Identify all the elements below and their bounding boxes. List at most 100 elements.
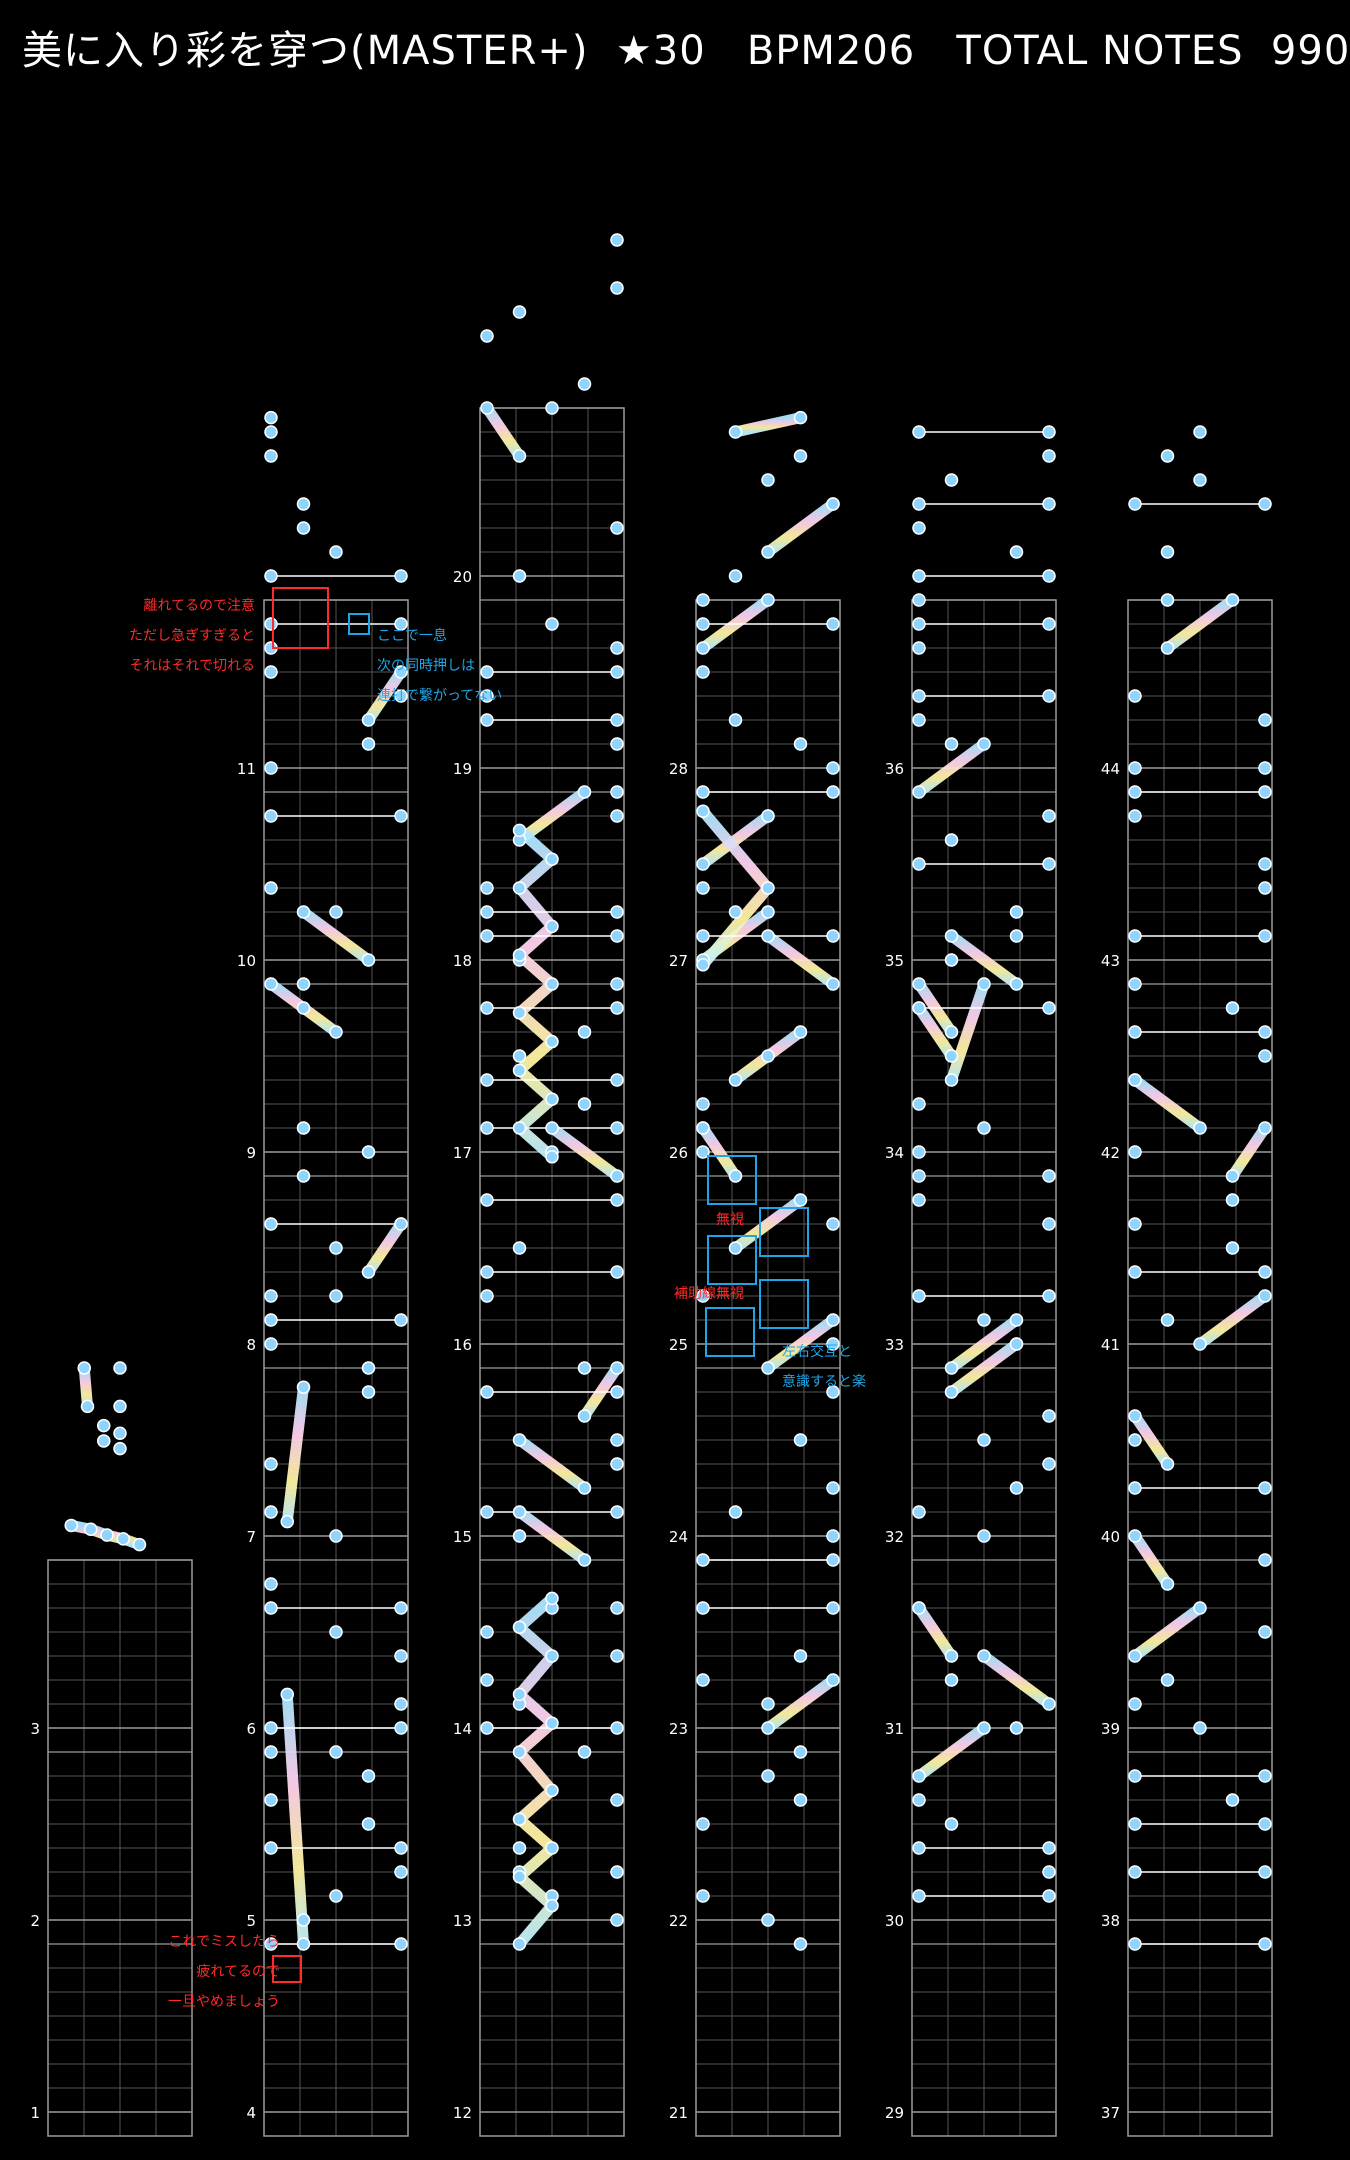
tap-note (826, 1553, 840, 1567)
tap-note (1193, 1601, 1207, 1615)
tap-note (264, 1937, 278, 1951)
tap-note (826, 1481, 840, 1495)
tap-note (728, 569, 743, 583)
tap-note (577, 1553, 592, 1567)
tap-note (610, 1073, 624, 1087)
tap-note (610, 1865, 624, 1879)
tap-note (610, 713, 624, 727)
annotation-text: それはそれで切れる (129, 658, 255, 674)
highlight-box-blue (707, 1235, 757, 1285)
tap-note (944, 1361, 959, 1375)
tap-note (826, 1529, 840, 1543)
measure-number: 33 (885, 1336, 904, 1354)
tap-note (577, 1361, 592, 1375)
tap-note (264, 1577, 278, 1591)
tap-note (264, 1217, 278, 1231)
slide-note (363, 1218, 407, 1278)
tap-note (793, 1937, 808, 1951)
tap-note (394, 617, 408, 631)
tap-note (1042, 1001, 1056, 1015)
tap-note (728, 713, 743, 727)
tap-note (1258, 1865, 1272, 1879)
tap-note (1160, 1577, 1175, 1591)
tap-note (610, 1721, 624, 1735)
tap-note (264, 1289, 278, 1303)
measure-number: 23 (669, 1720, 688, 1738)
slide-note (281, 1688, 309, 1950)
tap-note (264, 665, 278, 679)
tap-note (610, 1001, 624, 1015)
tap-note (1258, 497, 1272, 511)
tap-note (1193, 1721, 1207, 1735)
tap-note (1042, 569, 1056, 583)
tap-note (480, 329, 494, 343)
slide-note (481, 402, 525, 462)
slide-note (298, 906, 374, 966)
tap-note (944, 1049, 959, 1063)
tap-note (912, 425, 926, 439)
tap-note (1042, 809, 1056, 823)
tap-note (1258, 785, 1272, 799)
tap-note (577, 785, 592, 799)
tap-note (944, 929, 959, 943)
tap-note (84, 1522, 98, 1537)
tap-note (577, 377, 592, 391)
tap-note (610, 641, 624, 655)
tap-note (696, 665, 710, 679)
tap-note (512, 823, 527, 838)
measure-number: 20 (453, 568, 472, 586)
tap-note (1009, 905, 1024, 919)
tap-note (512, 1121, 527, 1135)
tap-note (264, 1841, 278, 1855)
tap-note (264, 1337, 278, 1351)
measure-number: 8 (246, 1336, 256, 1354)
tap-note (394, 1937, 408, 1951)
tap-note (912, 1289, 926, 1303)
measure-number: 28 (669, 760, 688, 778)
tap-note (610, 1265, 624, 1279)
tap-note (512, 1812, 527, 1826)
slide-note (978, 1650, 1055, 1710)
tap-note (329, 545, 343, 559)
tap-note (1042, 497, 1056, 511)
tap-note (826, 617, 840, 631)
tap-note (512, 1049, 527, 1063)
tap-note (728, 1241, 743, 1255)
annotations: 離れてるので注意ただし急ぎすぎるとそれはそれで切れるここで一息次の同時押しは連打… (129, 587, 866, 2010)
tap-note (329, 1241, 343, 1255)
tap-note (610, 1169, 624, 1183)
tap-note (394, 1649, 408, 1663)
measure-number: 12 (453, 2104, 472, 2122)
tap-note (280, 1514, 294, 1529)
slide-note (762, 1314, 839, 1374)
measure-number: 29 (885, 2104, 904, 2122)
slide-note (946, 978, 990, 1086)
slide-note (1227, 1122, 1271, 1182)
tap-note (610, 1361, 624, 1375)
tap-note (512, 1841, 527, 1855)
tap-note (394, 1697, 408, 1711)
tap-note (977, 1649, 991, 1663)
tap-note (116, 1532, 130, 1546)
tap-note (1128, 1073, 1142, 1087)
tap-note (296, 1913, 311, 1927)
column-frame (47, 1559, 193, 2137)
slide-note (281, 1381, 309, 1528)
measure-number: 41 (1101, 1336, 1120, 1354)
slide-note (913, 1602, 957, 1662)
tap-note (97, 1418, 111, 1433)
tap-note (1128, 1937, 1142, 1951)
tap-note (728, 1073, 743, 1087)
measure-number: 32 (885, 1528, 904, 1546)
measure-number: 22 (669, 1912, 688, 1930)
tap-note (512, 449, 527, 463)
tap-note (1128, 785, 1142, 799)
tap-note (361, 1769, 376, 1783)
measure-number: 37 (1101, 2104, 1120, 2122)
tap-note (394, 1865, 408, 1879)
tap-note (610, 521, 624, 535)
tap-note (826, 785, 840, 799)
tap-note (480, 1289, 494, 1303)
tap-note (696, 1121, 710, 1135)
tap-note (394, 689, 408, 703)
